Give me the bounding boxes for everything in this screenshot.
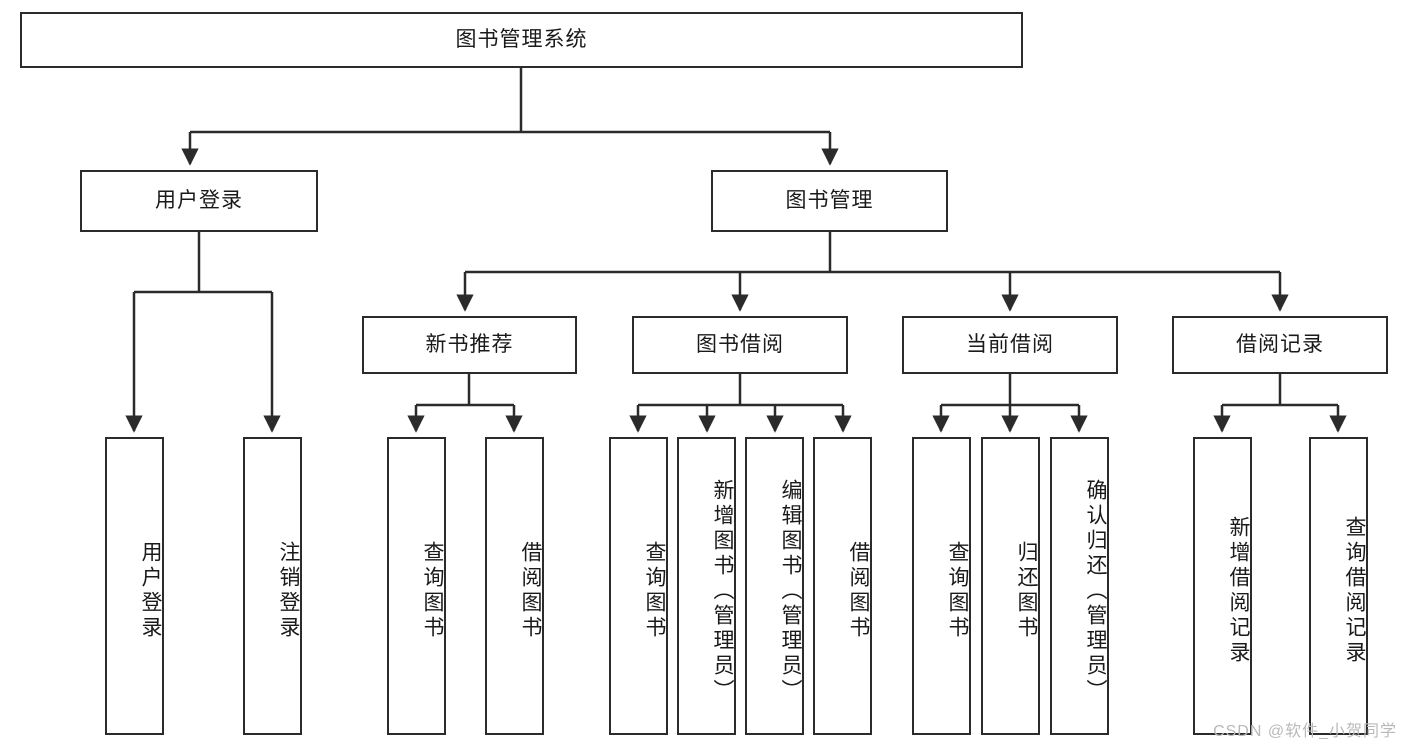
node-leaf-confirm-return[interactable]: 确认归还（管理员）	[1050, 437, 1109, 735]
node-leaf-edit-book[interactable]: 编辑图书（管理员）	[745, 437, 804, 735]
node-leaf-query-book-1[interactable]: 查询图书	[387, 437, 446, 735]
node-leaf-query-book-3-label: 查询图书	[946, 541, 969, 641]
node-user-login[interactable]: 用户登录	[80, 170, 318, 232]
node-leaf-user-logout-label: 注销登录	[277, 541, 300, 641]
node-new-book-rec[interactable]: 新书推荐	[362, 316, 577, 374]
node-leaf-add-record-label: 新增借阅记录	[1227, 516, 1250, 666]
node-leaf-user-logout[interactable]: 注销登录	[243, 437, 302, 735]
node-leaf-borrow-book-1-label: 借阅图书	[519, 541, 542, 641]
node-leaf-return-book-label: 归还图书	[1015, 541, 1038, 641]
node-leaf-edit-book-label: 编辑图书（管理员）	[779, 478, 802, 704]
node-root-label: 图书管理系统	[455, 28, 588, 52]
node-book-borrow-label: 图书借阅	[696, 333, 784, 357]
node-leaf-query-record[interactable]: 查询借阅记录	[1309, 437, 1368, 735]
node-leaf-add-book[interactable]: 新增图书（管理员）	[677, 437, 736, 735]
node-borrow-record[interactable]: 借阅记录	[1172, 316, 1388, 374]
node-leaf-query-book-1-label: 查询图书	[421, 541, 444, 641]
node-book-mgmt-label: 图书管理	[785, 189, 874, 213]
node-leaf-return-book[interactable]: 归还图书	[981, 437, 1040, 735]
node-leaf-confirm-return-label: 确认归还（管理员）	[1084, 478, 1107, 704]
node-leaf-add-record[interactable]: 新增借阅记录	[1193, 437, 1252, 735]
node-root[interactable]: 图书管理系统	[20, 12, 1023, 68]
node-user-login-label: 用户登录	[155, 189, 243, 213]
node-leaf-user-login-label: 用户登录	[139, 541, 162, 641]
node-leaf-user-login[interactable]: 用户登录	[105, 437, 164, 735]
node-book-mgmt[interactable]: 图书管理	[711, 170, 948, 232]
node-leaf-borrow-book-2-label: 借阅图书	[847, 541, 870, 641]
node-leaf-query-book-2[interactable]: 查询图书	[609, 437, 668, 735]
node-new-book-rec-label: 新书推荐	[425, 333, 514, 357]
node-leaf-query-record-label: 查询借阅记录	[1343, 516, 1366, 666]
node-leaf-query-book-2-label: 查询图书	[643, 541, 666, 641]
node-borrow-record-label: 借阅记录	[1236, 333, 1324, 357]
node-leaf-borrow-book-1[interactable]: 借阅图书	[485, 437, 544, 735]
node-leaf-add-book-label: 新增图书（管理员）	[711, 478, 734, 704]
node-leaf-borrow-book-2[interactable]: 借阅图书	[813, 437, 872, 735]
node-leaf-query-book-3[interactable]: 查询图书	[912, 437, 971, 735]
node-book-borrow[interactable]: 图书借阅	[632, 316, 848, 374]
node-current-borrow-label: 当前借阅	[966, 333, 1054, 357]
node-current-borrow[interactable]: 当前借阅	[902, 316, 1118, 374]
